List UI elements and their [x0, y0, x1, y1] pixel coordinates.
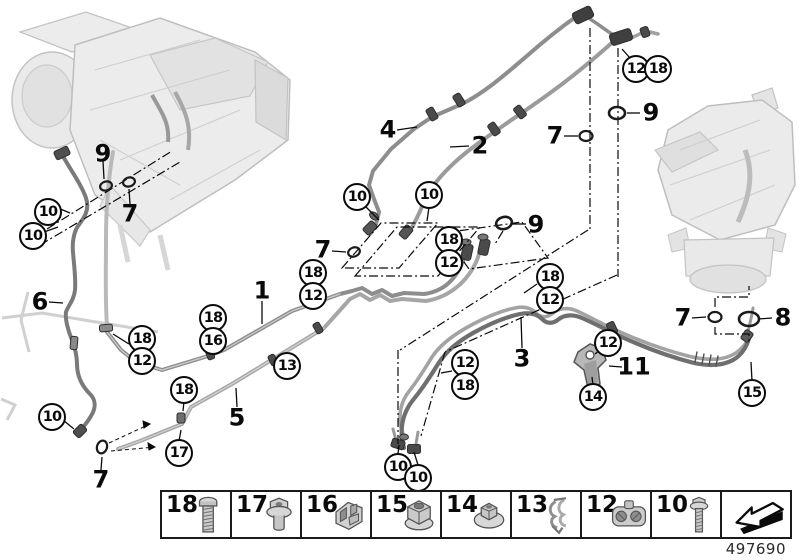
legend-item-16[interactable]: 16 — [300, 490, 372, 539]
legend-item-10[interactable]: 10 — [650, 490, 722, 539]
ref-label-9[interactable]: 9 — [94, 139, 112, 168]
callout-12[interactable]: 12 — [536, 286, 564, 314]
callout-17[interactable]: 17 — [165, 439, 193, 467]
ref-label-7[interactable]: 7 — [674, 303, 692, 332]
legend-number: 18 — [166, 492, 199, 518]
hvac-unit — [11, 11, 291, 271]
continuation-arrow-cell[interactable] — [720, 490, 792, 539]
callout-18[interactable]: 18 — [170, 376, 198, 404]
ref-label-8[interactable]: 8 — [774, 303, 792, 332]
drawing-number: 497690 — [725, 540, 786, 558]
callout-12[interactable]: 12 — [299, 282, 327, 310]
flange-nut-icon — [400, 494, 438, 537]
legend-item-15[interactable]: 15 — [370, 490, 442, 539]
callout-16[interactable]: 16 — [199, 327, 227, 355]
callout-10[interactable]: 10 — [38, 403, 66, 431]
callout-18[interactable]: 18 — [644, 55, 672, 83]
callout-10[interactable]: 10 — [343, 183, 371, 211]
ref-label-11[interactable]: 11 — [617, 352, 651, 381]
callout-14[interactable]: 14 — [579, 383, 607, 411]
legend-item-13[interactable]: 13 — [510, 490, 582, 539]
stem-nut-icon — [260, 494, 298, 537]
legend-number: 10 — [656, 492, 689, 518]
pipe-3 — [398, 305, 752, 436]
legend-number: 16 — [306, 492, 339, 518]
callout-12[interactable]: 12 — [451, 349, 479, 377]
legend-item-14[interactable]: 14 — [440, 490, 512, 539]
pipe-1-feed — [103, 150, 115, 328]
callout-15[interactable]: 15 — [738, 379, 766, 407]
ref-label-6[interactable]: 6 — [31, 287, 49, 316]
ref-label-7[interactable]: 7 — [121, 199, 139, 228]
washer-nut-icon — [470, 494, 508, 537]
legend-number: 14 — [446, 492, 479, 518]
flange-bolt-icon — [680, 494, 718, 537]
ref-label-7[interactable]: 7 — [546, 121, 564, 150]
pipe-5 — [116, 252, 481, 451]
continuation-arrow-icon — [728, 496, 786, 535]
background-lines — [0, 291, 159, 421]
legend-item-18[interactable]: 18 — [160, 490, 232, 539]
legend-item-17[interactable]: 17 — [230, 490, 302, 539]
spring-clip-icon — [540, 494, 578, 537]
callout-10[interactable]: 10 — [34, 198, 62, 226]
pointer-arrows — [108, 420, 157, 452]
callout-12[interactable]: 12 — [594, 329, 622, 357]
bolt-long-icon — [190, 494, 228, 537]
holder-clip-icon — [330, 494, 368, 537]
legend-number: 13 — [516, 492, 549, 518]
callout-10[interactable]: 10 — [415, 181, 443, 209]
ref-label-7[interactable]: 7 — [314, 235, 332, 264]
ref-label-9[interactable]: 9 — [642, 98, 660, 127]
callout-10[interactable]: 10 — [19, 222, 47, 250]
legend-number: 15 — [376, 492, 409, 518]
suction-hose — [399, 311, 752, 451]
ref-label-2[interactable]: 2 — [471, 131, 489, 160]
ref-label-7[interactable]: 7 — [92, 465, 110, 494]
callout-13[interactable]: 13 — [273, 352, 301, 380]
ref-label-3[interactable]: 3 — [513, 344, 531, 373]
compressor-unit — [654, 87, 796, 294]
bracket-11 — [573, 343, 607, 389]
ref-label-1[interactable]: 1 — [253, 276, 271, 305]
ref-label-9[interactable]: 9 — [527, 210, 545, 239]
o-rings — [95, 105, 761, 455]
tube-clamp-icon — [610, 494, 648, 537]
pipe-6 — [62, 156, 97, 434]
legend-item-12[interactable]: 12 — [580, 490, 652, 539]
callout-10[interactable]: 10 — [404, 464, 432, 492]
ref-label-5[interactable]: 5 — [228, 403, 246, 432]
callout-12[interactable]: 12 — [435, 249, 463, 277]
ref-label-4[interactable]: 4 — [379, 115, 397, 144]
callout-12[interactable]: 12 — [128, 347, 156, 375]
callout-18[interactable]: 18 — [451, 372, 479, 400]
pipe-4 — [367, 14, 579, 236]
legend-number: 17 — [236, 492, 269, 518]
